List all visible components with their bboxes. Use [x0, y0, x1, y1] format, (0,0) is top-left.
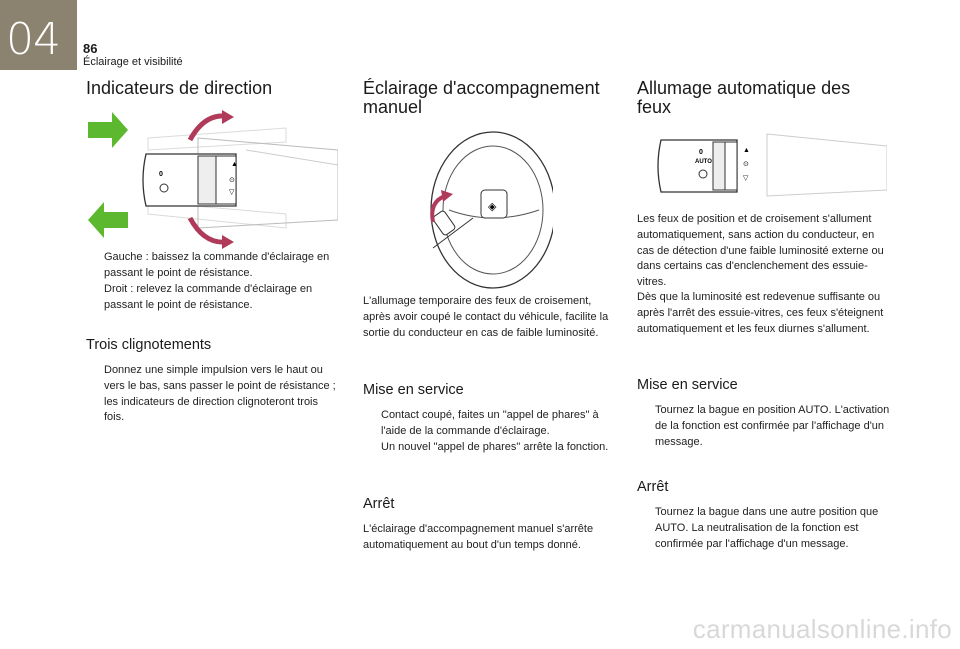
auto-lights-intro-2: Dès que la luminosité est redevenue suff… [637, 291, 884, 335]
subtitle-activation: Mise en service [363, 382, 464, 398]
subtitle-stop: Arrêt [363, 496, 395, 512]
title-auto-lights-line2: feux [637, 97, 672, 117]
title-follow-me-home-line2: manuel [363, 97, 423, 117]
bullet-right: Droit : relevez la commande d'éclairage … [104, 283, 313, 311]
section-title: Éclairage et visibilité [83, 56, 183, 68]
bullet-left: Gauche : baissez la commande d'éclairage… [104, 251, 330, 279]
svg-text:▽: ▽ [743, 175, 749, 182]
svg-text:▲: ▲ [743, 147, 750, 154]
svg-text:0: 0 [699, 149, 703, 156]
subtitle-auto-stop: Arrêt [637, 479, 669, 495]
title-follow-me-home-line1: Éclairage d'accompagnement [363, 78, 600, 98]
auto-stalk-illustration: 0 AUTO ▲ ⊙ ▽ [657, 133, 887, 197]
turn-indicator-illustration: 0 ▲ ⊙ ▽ [88, 110, 338, 249]
bullet-three-flashes: Donnez une simple impulsion vers le haut… [104, 364, 336, 424]
svg-text:⊙: ⊙ [229, 177, 235, 184]
page-number: 86 [83, 41, 98, 56]
title-auto-lights-line1: Allumage automatique des [637, 78, 851, 98]
watermark: carmanualsonline.info [692, 614, 952, 644]
subtitle-three-flashes: Trois clignotements [86, 337, 212, 353]
bullet-auto-stop: Tournez la bague dans une autre position… [655, 506, 879, 550]
brand-logo-icon: ◈ [488, 201, 497, 213]
svg-text:▲: ▲ [231, 161, 238, 168]
steering-wheel-illustration: ◈ [430, 131, 553, 289]
bullet-activation-2: Un nouvel "appel de phares" arrête la fo… [381, 441, 609, 453]
follow-me-home-intro: L'allumage temporaire des feux de croise… [363, 295, 609, 339]
bullet-auto-activation: Tournez la bague en position AUTO. L'act… [655, 404, 890, 448]
bullet-activation-1: Contact coupé, faites un "appel de phare… [381, 409, 599, 437]
subtitle-auto-activation: Mise en service [637, 377, 738, 393]
svg-text:0: 0 [159, 171, 163, 178]
svg-text:AUTO: AUTO [695, 159, 712, 165]
arrow-right-icon [88, 112, 128, 148]
arrow-left-icon [88, 202, 128, 238]
svg-text:▽: ▽ [229, 189, 235, 196]
chapter-number: 04 [6, 14, 61, 65]
auto-lights-intro-1: Les feux de position et de croisement s'… [637, 213, 884, 289]
title-turn-indicators: Indicateurs de direction [86, 78, 273, 98]
turn-up-arrow-icon [187, 113, 227, 142]
svg-text:⊙: ⊙ [743, 161, 749, 168]
stop-text: L'éclairage d'accompagnement manuel s'ar… [363, 523, 594, 551]
chapter-tab: 04 [0, 0, 77, 70]
